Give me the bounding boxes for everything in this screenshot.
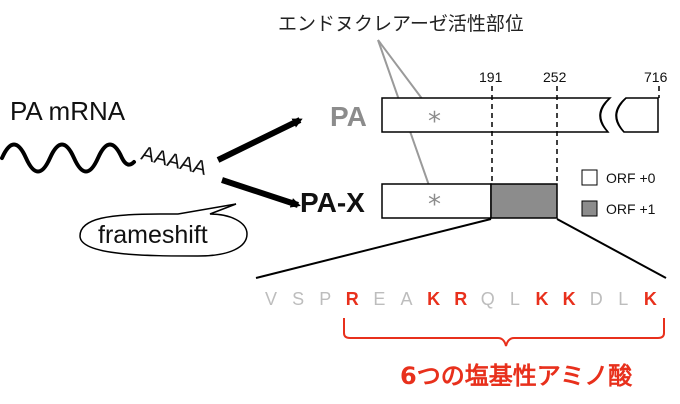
position-252: 252 (543, 69, 567, 85)
sequence-residue: S (292, 289, 304, 309)
sequence-residue: R (346, 289, 359, 309)
sequence-residue: P (319, 289, 331, 309)
arrow-to-pa (216, 117, 303, 163)
sequence-residue: R (454, 289, 467, 309)
endonuclease-active-site-label: エンドヌクレアーゼ活性部位 (278, 13, 524, 35)
basic-residue-bracket (343, 318, 665, 347)
sequence-residue: L (618, 289, 628, 309)
pax-active-site-marker: * (428, 190, 441, 220)
polya-tail-label: AAAAA (139, 143, 210, 181)
sequence-residue: K (563, 289, 576, 309)
legend-orf1-label: ORF +1 (606, 201, 656, 217)
pax-protein-label: PA-X (300, 187, 365, 218)
sequence-residue: K (427, 289, 440, 309)
sequence-residue: E (373, 289, 385, 309)
frameshift-label: frameshift (98, 221, 208, 249)
position-716: 716 (644, 69, 668, 85)
pa-protein-label: PA (330, 101, 367, 132)
zoom-line-right (556, 218, 667, 279)
mrna-label: PA mRNA (10, 96, 126, 126)
sequence-residue: D (590, 289, 603, 309)
basic-residues-label: 6つの塩基性アミノ酸 (400, 362, 633, 390)
pa-active-site-marker: * (428, 107, 441, 137)
position-guides (491, 86, 660, 184)
sequence-residue: K (536, 289, 549, 309)
zoom-line-left (255, 218, 492, 279)
sequence-residue: K (644, 289, 657, 309)
sequence-residue: V (265, 289, 277, 309)
pax-orf0-segment (381, 183, 492, 219)
legend-orf1-swatch (581, 200, 598, 217)
mrna-wave (0, 142, 136, 174)
legend-orf0-label: ORF +0 (606, 170, 656, 186)
sequence-residue: A (400, 289, 412, 309)
sequence-residue: L (510, 289, 520, 309)
pax-orf1-segment (490, 183, 558, 219)
arrow-to-pax (221, 177, 301, 208)
sequence-residue: Q (481, 289, 495, 309)
frameshift-bubble (79, 203, 248, 257)
pa-bar (381, 97, 659, 133)
position-191: 191 (479, 69, 503, 85)
legend-orf0-swatch (581, 169, 598, 186)
